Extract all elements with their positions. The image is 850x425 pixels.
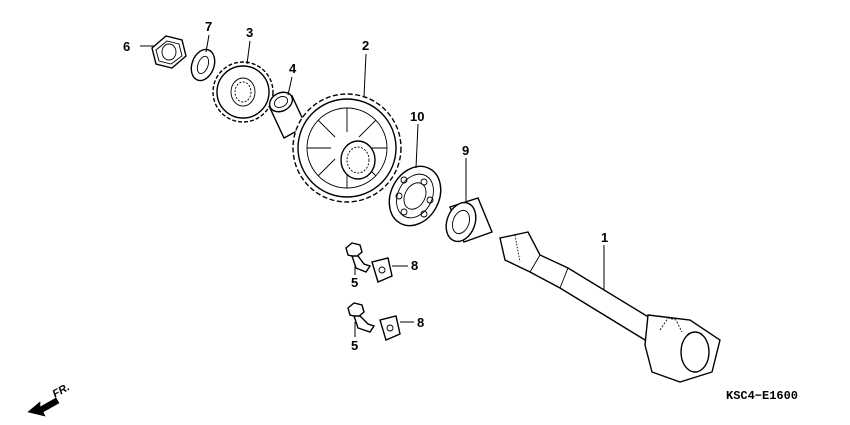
callout-8-lower: 8 [417,315,424,330]
part-5-bolt-upper[interactable] [345,242,372,273]
callout-3: 3 [246,25,253,40]
callout-1: 1 [601,230,608,245]
drawing-code: KSC4−E1600 [726,389,798,403]
part-3-small-gear[interactable] [212,61,274,123]
part-10-bearing[interactable] [379,157,450,234]
callout-4: 4 [289,61,297,76]
front-direction-arrow: FR. [27,381,72,417]
part-8-plate-upper[interactable] [371,257,393,283]
callout-5-upper: 5 [351,275,358,290]
callout-10: 10 [410,109,424,124]
leader-lines [140,34,605,337]
part-7-washer[interactable] [187,46,219,84]
part-6-hex-nut[interactable] [151,35,187,69]
part-9-needle-bearing[interactable] [441,197,493,246]
part-2-large-gear[interactable] [292,93,402,203]
part-1-shaft[interactable] [499,231,721,383]
callout-9: 9 [462,143,469,158]
callout-5-lower: 5 [351,338,358,353]
callout-7: 7 [205,19,212,34]
callout-6: 6 [123,39,130,54]
front-label: FR. [51,381,72,400]
part-8-plate-lower[interactable] [379,315,401,341]
callout-2: 2 [362,38,369,53]
part-5-bolt-lower[interactable] [347,302,376,333]
callout-8-upper: 8 [411,258,418,273]
